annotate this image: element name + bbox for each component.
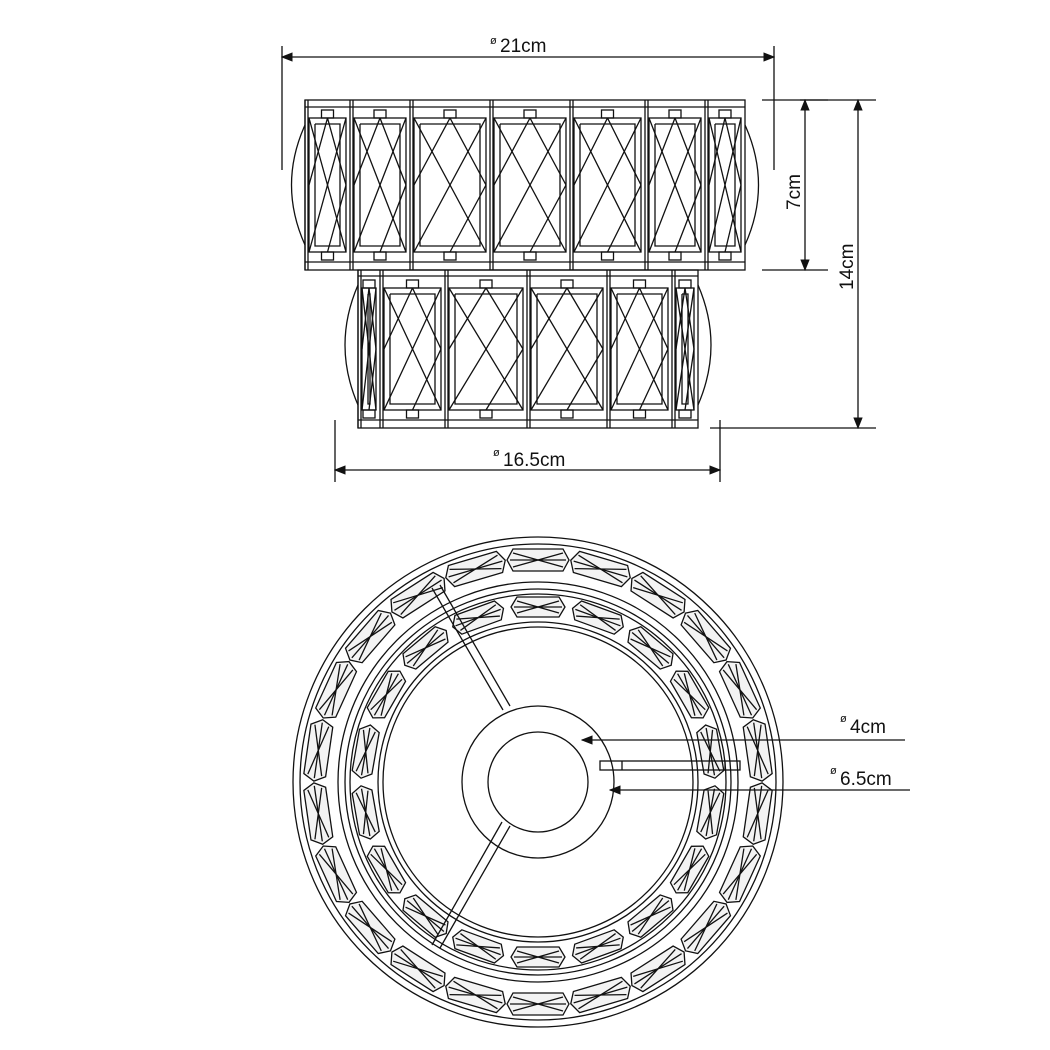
crystal-end-cap <box>697 284 712 406</box>
total-height-label: 14cm <box>837 244 858 290</box>
crystal <box>570 976 631 1014</box>
crystal-end-cap <box>290 124 306 246</box>
crystal <box>526 270 604 428</box>
side-view-labels: ø 21cm ø 16.5cm 7cm 14cm <box>490 35 858 471</box>
bottom-diameter-label: 16.5cm <box>503 450 565 471</box>
inner-canopy <box>377 621 699 943</box>
crystal <box>630 945 686 993</box>
crystal <box>630 571 686 619</box>
crystal-end-cap <box>344 284 359 406</box>
crystal <box>696 724 725 779</box>
crystal <box>680 609 732 664</box>
crystal <box>570 550 631 588</box>
lower-tier <box>357 269 699 429</box>
crystal <box>571 600 624 635</box>
inner-diameter-label: 4cm <box>850 717 886 738</box>
diameter-icon: ø <box>830 765 837 777</box>
bottom-view <box>292 536 910 1028</box>
crystal <box>366 670 407 719</box>
top-diameter-dimension <box>280 46 776 170</box>
crystal <box>390 571 446 619</box>
crystal-end-cap <box>744 124 760 246</box>
outer-rim <box>292 536 784 1028</box>
crystal <box>644 100 702 270</box>
side-view <box>280 46 876 482</box>
total-height-dimension <box>710 98 876 430</box>
crystal <box>742 718 773 782</box>
upper-tier-height-label: 7cm <box>784 174 805 210</box>
crystal <box>510 946 566 968</box>
crystal <box>402 626 449 670</box>
crystal <box>444 270 524 428</box>
upper-tier <box>304 99 746 271</box>
crystal <box>718 845 762 904</box>
crystal <box>506 548 570 572</box>
crystal <box>452 929 505 964</box>
crystal <box>627 626 674 670</box>
crystal <box>606 270 669 428</box>
crystal <box>344 609 396 664</box>
diameter-icon: ø <box>840 713 847 725</box>
support-arms <box>431 584 741 949</box>
crystal <box>351 724 380 779</box>
crystal <box>569 100 642 270</box>
crystal <box>669 845 710 894</box>
inner-crystal-ring <box>351 596 725 968</box>
crystal <box>344 900 396 955</box>
diameter-icon: ø <box>493 447 500 459</box>
crystal <box>304 100 347 270</box>
crystal <box>489 100 567 270</box>
center-hole <box>487 731 589 833</box>
crystal <box>742 782 773 846</box>
crystal <box>445 976 506 1014</box>
crystal <box>402 894 449 938</box>
crystal <box>366 845 407 894</box>
bottom-view-labels: ø 4cm ø 6.5cm <box>830 713 892 790</box>
middle-rim <box>337 581 739 983</box>
crystal <box>379 270 442 428</box>
crystal <box>452 600 505 635</box>
crystal <box>357 270 377 428</box>
crystal <box>303 718 334 782</box>
crystal <box>351 785 380 840</box>
crystal <box>718 660 762 719</box>
outer-crystal-ring <box>303 548 773 1016</box>
crystal <box>510 596 566 618</box>
bottom-diameter-dimension <box>333 420 722 482</box>
crystal <box>680 900 732 955</box>
crystal <box>696 785 725 840</box>
crystal <box>506 992 570 1016</box>
mount-diameter-label: 6.5cm <box>840 769 892 790</box>
lower-crystal-row <box>357 270 695 428</box>
crystal <box>669 670 710 719</box>
crystal <box>390 945 446 993</box>
diameter-icon: ø <box>490 35 497 47</box>
crystal <box>349 100 407 270</box>
crystal <box>314 660 358 719</box>
mount-ring <box>461 705 615 859</box>
top-diameter-label: 21cm <box>500 36 546 57</box>
crystal <box>571 929 624 964</box>
crystal <box>445 550 506 588</box>
crystal <box>314 845 358 904</box>
crystal <box>627 894 674 938</box>
crystal <box>704 100 742 270</box>
upper-tier-frame <box>304 99 746 271</box>
crystal <box>303 782 334 846</box>
upper-crystal-row <box>304 100 742 270</box>
crystal <box>671 270 695 428</box>
crystal <box>409 100 487 270</box>
